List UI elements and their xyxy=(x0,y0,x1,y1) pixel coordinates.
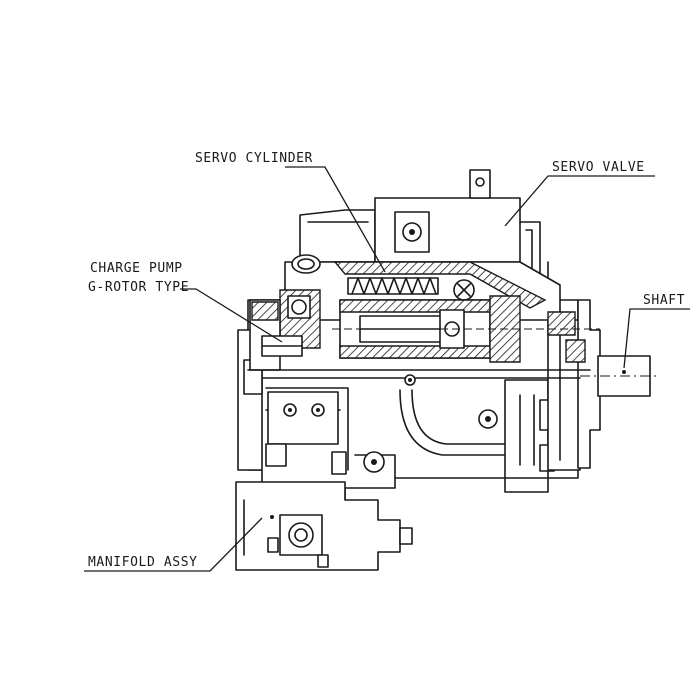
label-shaft: SHAFT xyxy=(643,293,685,308)
label-g-rotor-type: G-ROTOR TYPE xyxy=(88,280,189,295)
leader-lines xyxy=(84,166,690,572)
label-servo-cylinder: SERVO CYLINDER xyxy=(195,151,313,166)
label-charge-pump: CHARGE PUMP xyxy=(90,261,183,276)
label-servo-valve: SERVO VALVE xyxy=(552,160,645,175)
servo-section xyxy=(247,169,600,386)
manifold-assembly xyxy=(235,481,413,571)
label-manifold-assy: MANIFOLD ASSY xyxy=(88,555,198,570)
